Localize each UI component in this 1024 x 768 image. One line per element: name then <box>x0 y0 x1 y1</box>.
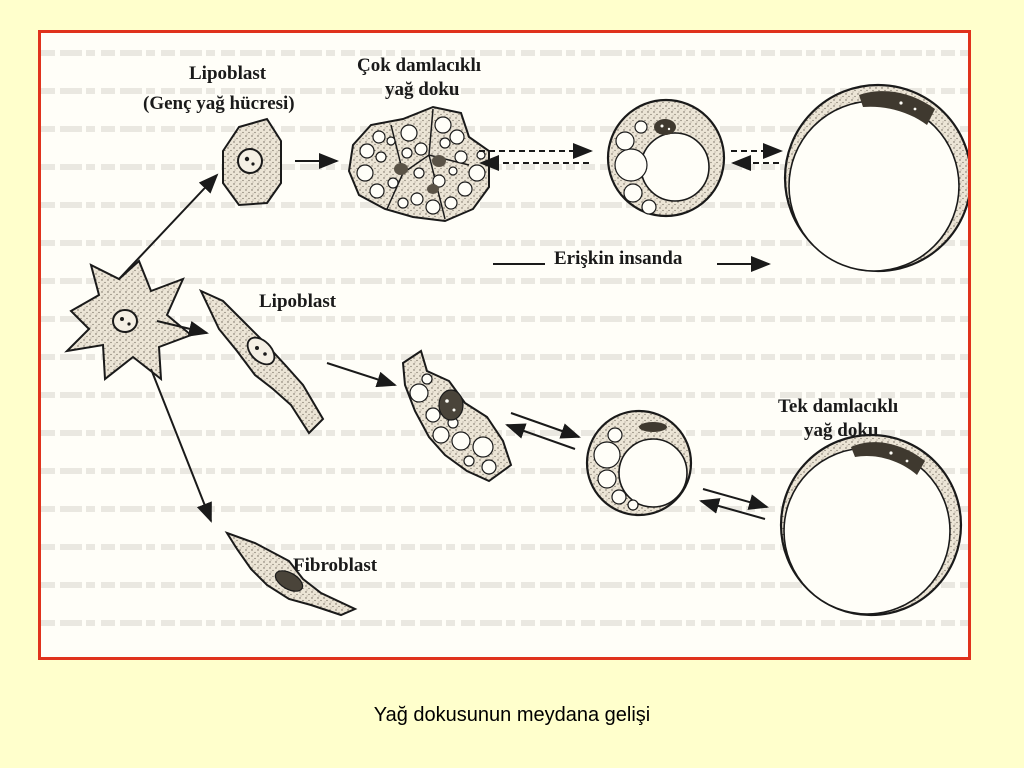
adipose-development-diagram: Lipoblast (Genç yağ hücresi) Çok damlacı… <box>41 33 968 657</box>
arrows <box>118 153 771 523</box>
unilocular-fat-cell-top <box>783 83 968 273</box>
arrow-spindle-to-droplet-lipoblast <box>326 362 397 388</box>
unilocular-fat-cell-middle <box>779 433 963 617</box>
label-lipoblast-top-subtitle: (Genç yağ hücresi) <box>143 93 295 114</box>
arrow-mesenchyme-to-spindle-lipoblast <box>156 320 209 337</box>
fat-cell-several-droplets-middle <box>585 409 693 517</box>
fibroblast-cell <box>224 531 358 617</box>
arrow-mesenchyme-to-lipoblast <box>118 173 219 280</box>
label-fibroblast: Fibroblast <box>293 555 378 576</box>
lipoblast-spindle-cell <box>198 288 325 435</box>
lipoblast-with-droplets <box>401 349 513 483</box>
label-multilocular-line2: yağ doku <box>385 79 460 100</box>
arrow-mesenchyme-to-fibroblast <box>150 368 212 523</box>
slide-caption: Yağ dokusunun meydana gelişi <box>373 704 651 726</box>
label-unilocular-line1: Tek damlacıklı <box>778 396 898 417</box>
figure-frame: Lipoblast (Genç yağ hücresi) Çok damlacı… <box>38 30 971 660</box>
multilocular-fat-cluster <box>347 105 490 223</box>
lipoblast-young-cell <box>222 117 282 207</box>
label-lipoblast-top: Lipoblast <box>189 63 267 84</box>
fat-cell-several-droplets-top <box>606 98 726 218</box>
solid-arrows-middle <box>505 412 769 520</box>
label-adult-note: Erişkin insanda <box>554 248 683 269</box>
dashed-arrows-top <box>479 143 783 171</box>
label-lipoblast-mid: Lipoblast <box>259 291 337 312</box>
label-multilocular-line1: Çok damlacıklı <box>357 55 481 76</box>
